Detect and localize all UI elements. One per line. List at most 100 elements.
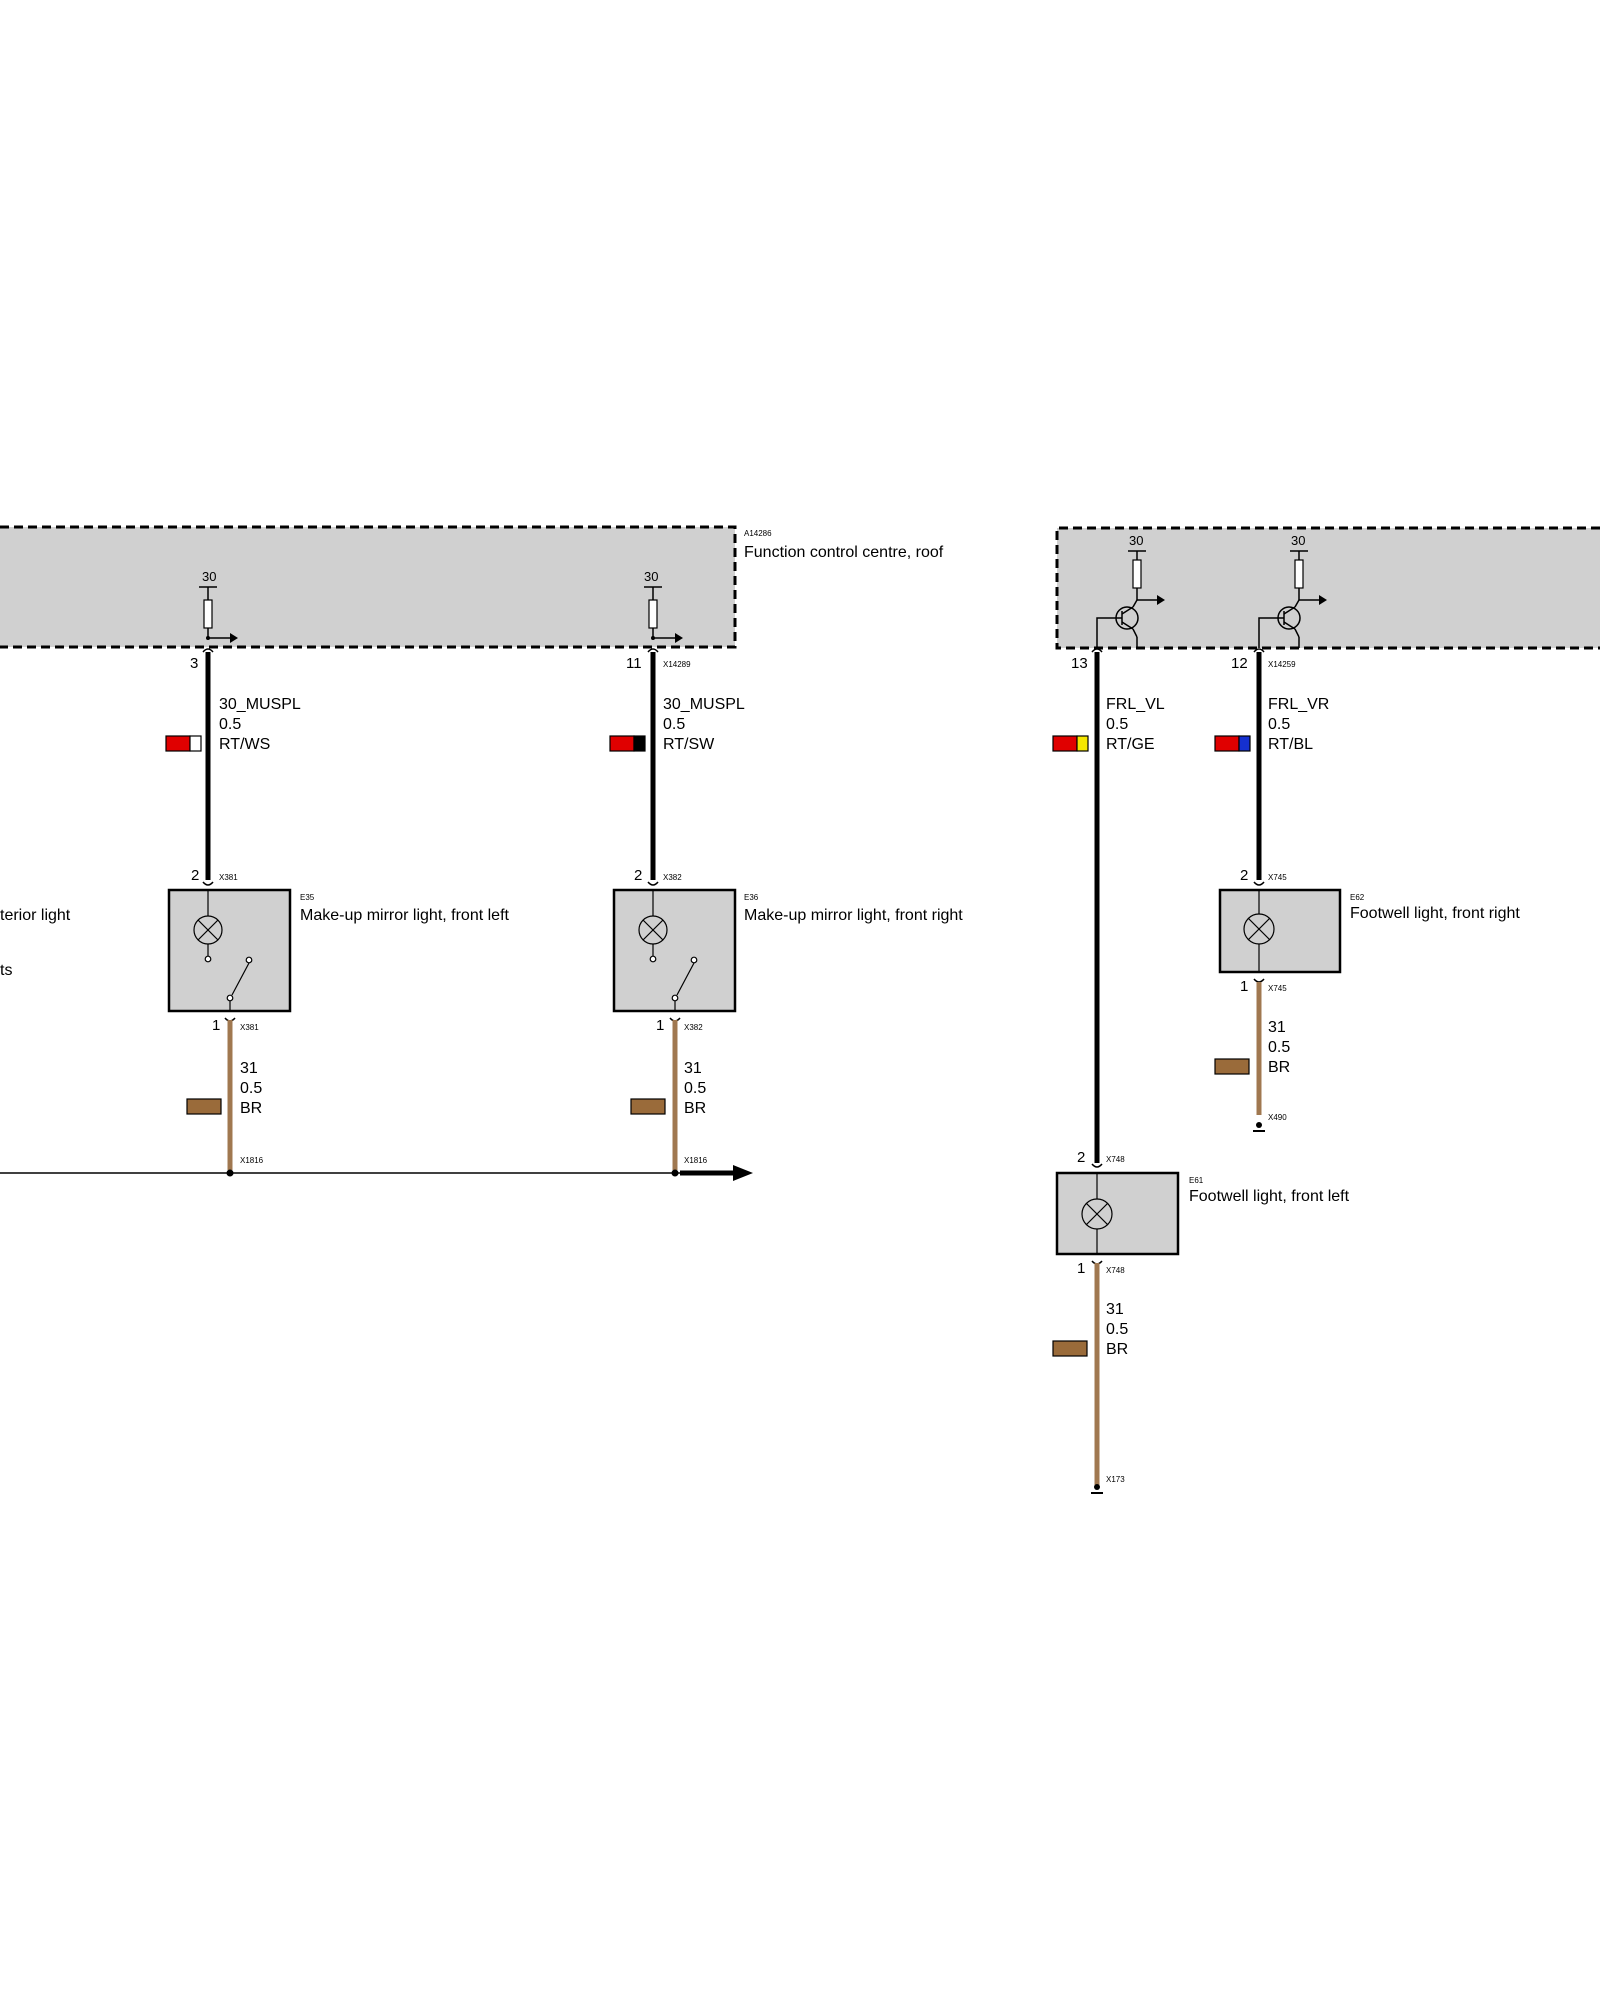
wire-gauge: 0.5: [684, 1080, 706, 1097]
wire-signal: 31: [1106, 1301, 1124, 1318]
wire-gauge: 0.5: [1268, 716, 1290, 733]
wire-gauge: 0.5: [1268, 1039, 1290, 1056]
wire-signal: 31: [684, 1060, 702, 1077]
component-name: Footwell light, front right: [1350, 905, 1520, 922]
wire-gauge: 0.5: [1106, 716, 1128, 733]
wire-signal: FRL_VL: [1106, 696, 1165, 713]
wire-color-swatch: [1214, 1058, 1250, 1075]
component-e61: 2 X748 E61 Footwell light, front left 1 …: [1055, 1149, 1350, 1277]
svg-text:X745: X745: [1268, 984, 1287, 993]
module-title: Function control centre, roof: [744, 544, 944, 561]
splice-id: X1816: [240, 1156, 264, 1165]
wire-gauge: 0.5: [663, 716, 685, 733]
svg-text:2: 2: [1077, 1149, 1085, 1166]
partial-label-lights: ts: [0, 962, 12, 979]
svg-text:X381: X381: [240, 1023, 259, 1032]
pin-number: 11: [626, 655, 642, 672]
transistor-symbol-2: 30: [1258, 533, 1327, 648]
wire-color-code: BR: [240, 1100, 262, 1117]
svg-text:30: 30: [1129, 533, 1143, 548]
svg-text:30: 30: [202, 569, 216, 584]
wire-color-code: RT/BL: [1268, 736, 1313, 753]
svg-text:1: 1: [1240, 978, 1248, 995]
wire-color-swatch: [1214, 735, 1240, 752]
wire-signal: FRL_VR: [1268, 696, 1329, 713]
svg-text:X745: X745: [1268, 873, 1287, 882]
ground-icon: [1253, 1122, 1265, 1132]
wire-color-swatch: [1052, 1340, 1088, 1357]
svg-text:1: 1: [1077, 1260, 1085, 1277]
wire-color-swatch: [609, 735, 635, 752]
arrow-right-icon: [733, 1165, 753, 1181]
wire-frl-vr-rt-bl: 12 X14259 FRL_VR 0.5 RT/BL: [1214, 648, 1329, 880]
wire-color-code: BR: [1106, 1341, 1128, 1358]
wire-signal: 30_MUSPL: [219, 696, 301, 713]
wire-gauge: 0.5: [219, 716, 241, 733]
component-id: E35: [300, 893, 315, 902]
wire-signal: 30_MUSPL: [663, 696, 745, 713]
ground-wire-4: 31 0.5 BR X173: [1052, 1263, 1128, 1494]
component-id: E62: [1350, 893, 1365, 902]
ground-wire-1: 31 0.5 BR X1816: [186, 1020, 264, 1170]
svg-text:30: 30: [644, 569, 658, 584]
wire-color-code: RT/SW: [663, 736, 715, 753]
svg-text:2: 2: [634, 867, 642, 884]
component-e36: 2 X382 E36 Make-up mirror light, front r…: [612, 867, 963, 1034]
svg-text:2: 2: [1240, 867, 1248, 884]
ground-id: X173: [1106, 1475, 1125, 1484]
wire-frl-vl-rt-ge: 13 FRL_VL 0.5 RT/GE: [1052, 648, 1165, 1163]
component-name: Footwell light, front left: [1189, 1188, 1350, 1205]
component-id: E61: [1189, 1176, 1204, 1185]
ground-wire-2: 31 0.5 BR X1816: [630, 1020, 708, 1170]
svg-text:1: 1: [656, 1017, 664, 1034]
connector-id: X14259: [1268, 660, 1296, 669]
pin-number: 3: [190, 655, 198, 672]
internal-supply-symbol-1: 30: [199, 569, 238, 643]
wire-30-muspl-rt-ws: 3 30_MUSPL 0.5 RT/WS: [165, 648, 301, 880]
wire-color-swatch: [630, 1098, 666, 1115]
ground-bus-line: [0, 1165, 753, 1181]
wire-color-code: RT/WS: [219, 736, 270, 753]
svg-text:X748: X748: [1106, 1266, 1125, 1275]
wire-gauge: 0.5: [240, 1080, 262, 1097]
switch-icon: [226, 956, 253, 1011]
svg-text:30: 30: [1291, 533, 1305, 548]
wire-color-code: BR: [1268, 1059, 1290, 1076]
svg-text:X748: X748: [1106, 1155, 1125, 1164]
ground-wire-3: 31 0.5 BR X490: [1214, 982, 1290, 1132]
svg-text:1: 1: [212, 1017, 220, 1034]
connector-id: X14289: [663, 660, 691, 669]
svg-text:2: 2: [191, 867, 199, 884]
pin-number: 13: [1071, 655, 1088, 672]
module-id: A14286: [744, 529, 772, 538]
wire-30-muspl-rt-sw: 11 X14289 30_MUSPL 0.5 RT/SW: [609, 648, 745, 880]
lamp-icon: [638, 915, 668, 945]
ground-icon: [1091, 1484, 1103, 1494]
wire-color-code: BR: [684, 1100, 706, 1117]
module-function-control-centre: A14286 Function control centre, roof 30 …: [0, 525, 944, 649]
wire-gauge: 0.5: [1106, 1321, 1128, 1338]
pin-number: 12: [1231, 655, 1248, 672]
component-name: Make-up mirror light, front right: [744, 907, 963, 924]
internal-supply-symbol-2: 30: [644, 569, 683, 643]
svg-text:X382: X382: [663, 873, 682, 882]
svg-text:X381: X381: [219, 873, 238, 882]
wire-color-code: RT/GE: [1106, 736, 1155, 753]
transistor-symbol-1: 30: [1096, 533, 1165, 648]
wire-color-swatch: [186, 1098, 222, 1115]
ground-id: X490: [1268, 1113, 1287, 1122]
component-id: E36: [744, 893, 759, 902]
component-e62: 2 X745 E62 Footwell light, front right 1…: [1218, 867, 1520, 995]
splice-id: X1816: [684, 1156, 708, 1165]
component-name: Make-up mirror light, front left: [300, 907, 510, 924]
svg-text:X382: X382: [684, 1023, 703, 1032]
wire-color-swatch: [1052, 735, 1078, 752]
component-e35: 2 X381 E35 Make-up mirror light, front l…: [167, 867, 510, 1034]
wire-signal: 31: [240, 1060, 258, 1077]
switch-icon: [671, 956, 698, 1011]
partial-label-interior-light: terior light: [0, 907, 71, 924]
wire-color-swatch: [165, 735, 191, 752]
module-right-partial: 30 30: [1055, 526, 1600, 650]
wire-signal: 31: [1268, 1019, 1286, 1036]
